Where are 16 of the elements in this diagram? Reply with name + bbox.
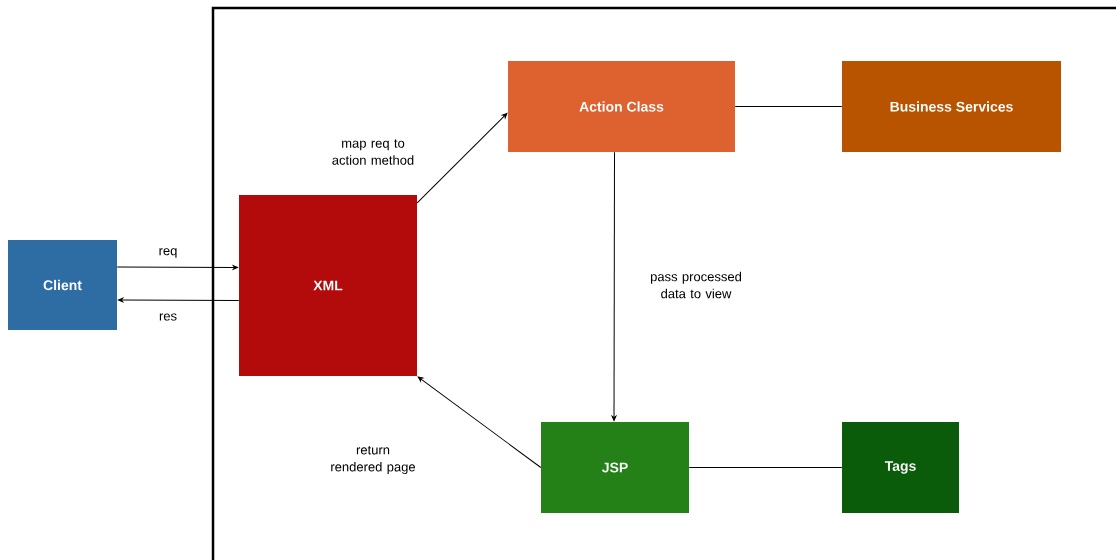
arrow bbox=[117, 297, 240, 303]
process-box: Action Class bbox=[508, 61, 735, 152]
edge-label: pass processed data to view bbox=[650, 271, 742, 299]
arrow bbox=[116, 265, 239, 270]
process-box: Tags bbox=[842, 422, 959, 513]
process-box: XML bbox=[239, 195, 417, 376]
arrow bbox=[611, 151, 617, 422]
process-box: JSP bbox=[541, 422, 689, 513]
process-box: Client bbox=[8, 240, 117, 330]
arrow bbox=[417, 376, 542, 468]
process-box: Business Services bbox=[842, 61, 1061, 152]
edge-label: return rendered page bbox=[331, 445, 416, 475]
arrow bbox=[416, 112, 508, 204]
edge-label: req bbox=[159, 248, 177, 258]
edge-label: map req to action method bbox=[332, 139, 414, 165]
edge-label: res bbox=[159, 313, 177, 321]
